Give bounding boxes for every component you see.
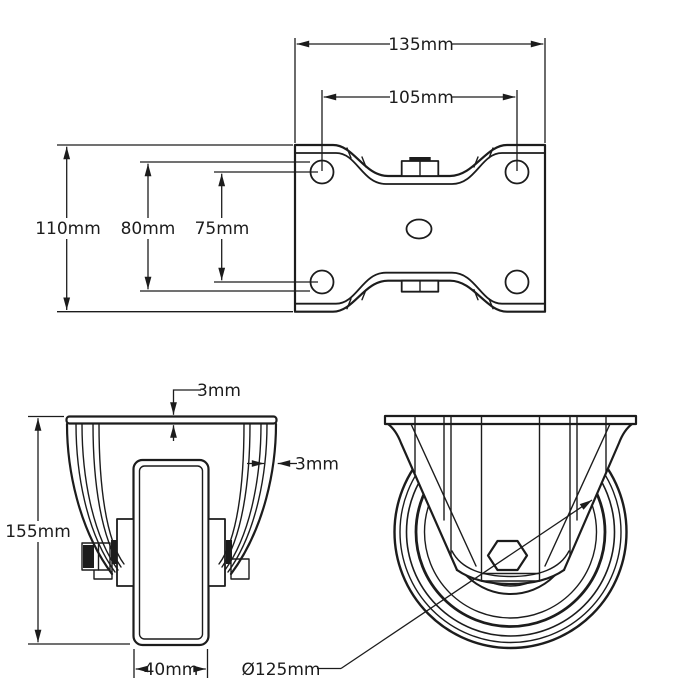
dimension-plate-width: 135mm <box>294 35 546 143</box>
dimension-slot-spacing-depth: 80mm <box>121 161 310 292</box>
center-hole <box>405 218 433 240</box>
dim-label-plate-width: 135mm <box>388 35 454 55</box>
dim-label-wheel-diameter: Ø125mm <box>242 660 321 680</box>
hub-shade-right <box>226 540 232 564</box>
dimension-bolt-spacing-depth: 75mm <box>195 171 318 283</box>
dimension-bracket-thickness: 3mm <box>247 455 339 475</box>
front-top-plate <box>383 414 638 426</box>
dimension-plate-depth: 110mm <box>35 144 293 313</box>
bracket-tab-top <box>400 157 440 177</box>
dim-label-slot-spacing-depth: 80mm <box>121 219 176 239</box>
dimension-overall-height: 155mm <box>5 415 130 645</box>
dimension-wheel-width: 40mm <box>133 649 209 680</box>
dim-label-bolt-spacing-depth: 75mm <box>195 219 250 239</box>
top-view-mounting-plate: 135mm 105mm 110mm 80mm 75mm <box>35 35 547 313</box>
dim-label-plate-depth: 110mm <box>35 219 101 239</box>
side-view-caster: 155mm 3mm 3mm 40mm <box>5 381 339 680</box>
dimension-wheel-diameter: Ø125mm <box>242 499 593 680</box>
front-view-caster <box>383 413 638 650</box>
dim-label-wheel-width: 40mm <box>144 660 199 680</box>
bend-tick-marks <box>346 147 494 310</box>
dim-label-plate-thickness: 3mm <box>197 381 241 401</box>
dim-label-bracket-thickness: 3mm <box>295 455 339 475</box>
side-wheel <box>132 458 210 647</box>
side-top-plate <box>65 415 278 425</box>
dimension-bolt-spacing-width: 105mm <box>321 88 518 171</box>
dimension-plate-thickness: 3mm <box>170 381 241 441</box>
dim-label-bolt-spacing-width: 105mm <box>388 88 454 108</box>
side-wheel-tread-line <box>138 465 204 640</box>
bracket-tab-bottom <box>400 279 440 293</box>
front-fork-silhouette <box>385 413 636 584</box>
fork-legs-side <box>65 422 278 576</box>
dim-label-overall-height: 155mm <box>5 522 71 542</box>
hub-shade-left <box>111 540 117 564</box>
hub-left <box>116 518 135 587</box>
hub-right <box>207 518 226 587</box>
front-fork-rib-lines <box>414 416 607 582</box>
